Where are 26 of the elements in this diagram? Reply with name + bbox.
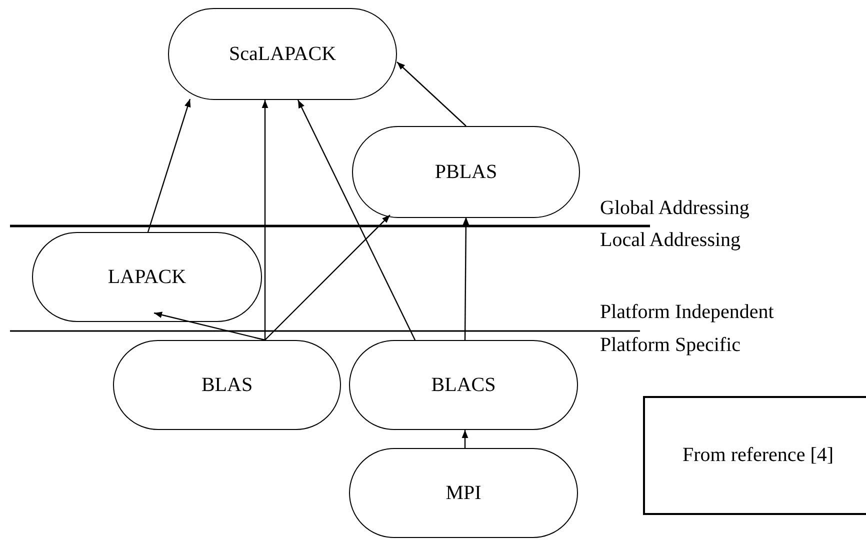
arrow xyxy=(147,98,191,232)
library-box xyxy=(352,126,580,218)
node-label: LAPACK xyxy=(108,266,186,288)
node-label: ScaLAPACK xyxy=(228,42,336,66)
arrow xyxy=(297,100,416,340)
arrow xyxy=(262,100,268,340)
library-box xyxy=(349,340,578,430)
layer-label: Platform Independent xyxy=(600,301,774,324)
node-label: From reference [4] xyxy=(682,444,834,467)
layer-label: Global Addressing xyxy=(600,197,750,220)
arrow xyxy=(462,217,470,340)
arrow xyxy=(154,312,266,341)
node-label: MPI xyxy=(446,482,482,504)
layer-label: Local Addressing xyxy=(600,229,741,252)
arrow xyxy=(396,62,466,126)
arrow xyxy=(264,214,390,340)
node-label: PBLAS xyxy=(434,160,498,184)
note-box xyxy=(643,396,866,515)
node-label: BLAS xyxy=(201,374,253,396)
arrow xyxy=(462,430,468,448)
library-box xyxy=(349,448,578,538)
node-label: BLACS xyxy=(431,374,496,396)
library-box xyxy=(168,8,397,100)
library-box xyxy=(113,340,341,430)
library-box xyxy=(32,232,262,322)
layer-label: Platform Specific xyxy=(600,334,741,357)
